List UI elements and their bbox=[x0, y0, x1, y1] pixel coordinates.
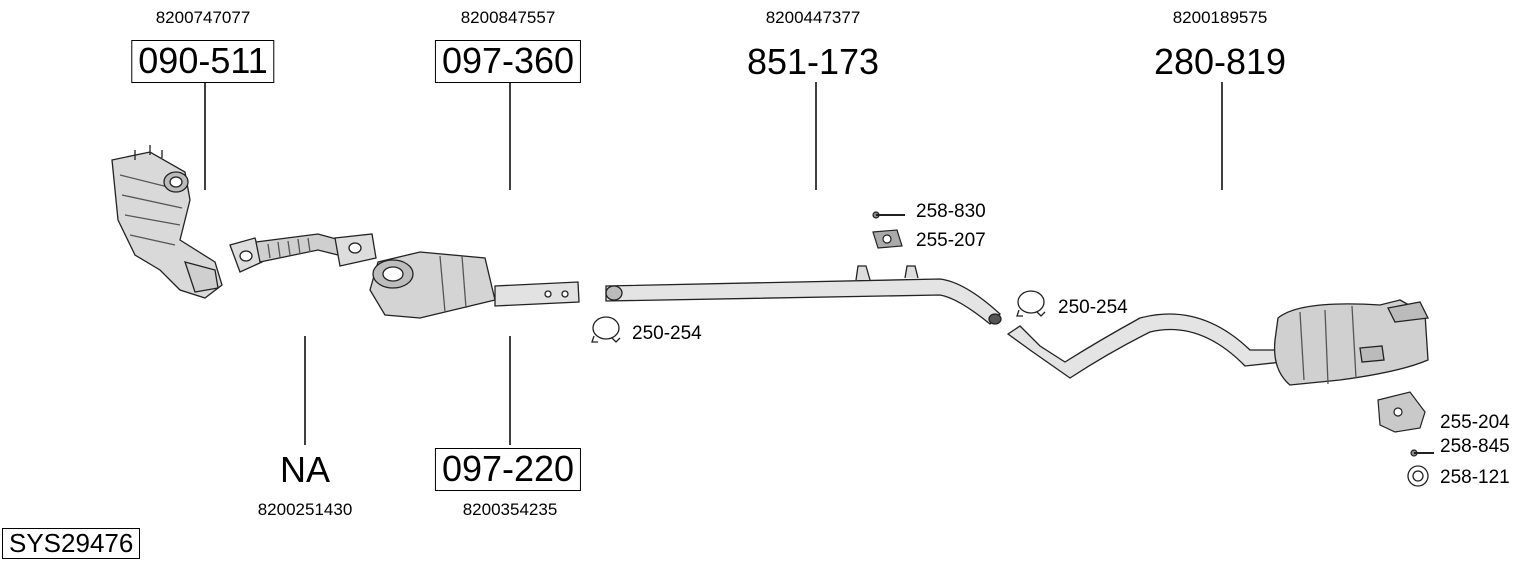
bolt-icon bbox=[872, 211, 905, 219]
rubber-hanger-icon bbox=[872, 229, 903, 249]
small-part-label[interactable]: 255-204 bbox=[1440, 412, 1510, 433]
rear-silencer-icon bbox=[1006, 299, 1429, 386]
bolt-icon bbox=[1410, 449, 1434, 457]
part-number-box[interactable]: 097-360 bbox=[434, 40, 582, 83]
small-part-label[interactable]: 258-845 bbox=[1440, 436, 1510, 457]
part-number[interactable]: NA bbox=[279, 449, 331, 490]
small-part-label[interactable]: 255-207 bbox=[916, 230, 986, 251]
clamp-icon bbox=[591, 316, 621, 343]
oem-number: 8200251430 bbox=[257, 500, 353, 519]
flex-pipe-icon bbox=[229, 233, 377, 273]
system-id-label: SYS29476 bbox=[2, 528, 141, 559]
oem-number: 8200189575 bbox=[1172, 8, 1268, 27]
small-part-label[interactable]: 258-121 bbox=[1440, 467, 1510, 488]
part-number[interactable]: 851-173 bbox=[746, 41, 880, 82]
small-part-label[interactable]: 258-830 bbox=[916, 201, 986, 222]
bracket-icon bbox=[1377, 391, 1426, 433]
part-number-box[interactable]: 097-220 bbox=[434, 448, 582, 491]
ring-icon bbox=[1407, 465, 1429, 487]
part-number-box[interactable]: 090-511 bbox=[131, 40, 275, 83]
oem-number: 8200747077 bbox=[155, 8, 251, 27]
catalytic-converter-icon bbox=[369, 251, 580, 319]
middle-pipe-icon bbox=[605, 265, 1002, 325]
oem-number: 8200447377 bbox=[765, 8, 861, 27]
oem-number: 8200354235 bbox=[462, 500, 558, 519]
clamp-icon bbox=[1016, 290, 1046, 317]
catalytic-manifold-icon bbox=[111, 145, 223, 299]
small-part-label[interactable]: 250-254 bbox=[1058, 297, 1128, 318]
part-number[interactable]: 280-819 bbox=[1153, 41, 1287, 82]
oem-number: 8200847557 bbox=[460, 8, 556, 27]
small-part-label[interactable]: 250-254 bbox=[632, 323, 702, 344]
